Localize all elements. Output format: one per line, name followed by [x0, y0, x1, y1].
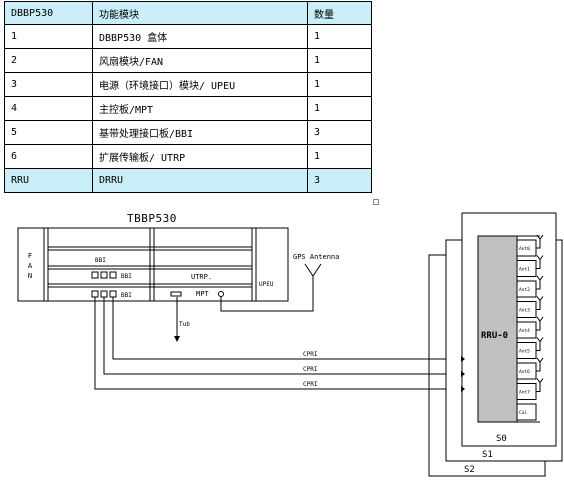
antenna-icon	[536, 378, 544, 384]
table-cell: 5	[4, 120, 93, 145]
sector-s0-label: S0	[496, 434, 507, 444]
antenna-icon	[536, 234, 544, 240]
antenna-port-label: Ant5	[519, 349, 530, 355]
antenna-feed-line	[536, 239, 541, 249]
fan-label-f: F	[28, 252, 32, 260]
fan-label-n: N	[28, 272, 32, 280]
utrp-label: UTRP.	[191, 273, 212, 281]
mpt-label: MPT	[196, 290, 209, 298]
antenna-feed-line	[536, 382, 541, 392]
antenna-feed-line	[536, 362, 541, 372]
cpri-label-1: CPRI	[303, 351, 318, 358]
antenna-feed-line	[536, 341, 541, 351]
bbi-label-slot1: BBI	[95, 257, 106, 264]
table-cell: DBBP530	[4, 1, 93, 25]
table-cell: 风扇模块/FAN	[92, 48, 308, 73]
antenna-icon	[536, 357, 544, 363]
antenna-port-label: Ant6	[519, 369, 530, 375]
antenna-icon	[536, 296, 544, 302]
antenna-feed-line	[536, 300, 541, 310]
rru-0-unit	[477, 235, 518, 423]
cpri-label-2: CPRI	[303, 366, 318, 373]
antenna-port-label: Ant3	[519, 308, 530, 314]
sector-s1-label: S1	[482, 450, 493, 460]
antenna-icon	[536, 316, 544, 322]
table-cell: 3	[307, 120, 372, 145]
antenna-port-label: Ant1	[519, 267, 530, 273]
antenna-port-label: Cal	[519, 410, 527, 416]
antenna-feed-line	[536, 280, 541, 290]
bbu-chassis	[17, 227, 289, 302]
table-cell: 基带处理接口板/BBI	[92, 120, 308, 145]
bbi-label-slot2: BBI	[121, 273, 132, 280]
table-cell: 数量	[307, 1, 372, 25]
antenna-icon	[536, 337, 544, 343]
bbu-title: TBBP530	[127, 212, 177, 225]
antenna-port-label: Ant2	[519, 287, 530, 293]
upeu-label: UPEU	[259, 281, 274, 288]
fan-label-a: A	[28, 262, 33, 270]
rru-0-label: RRU-0	[481, 331, 508, 341]
resize-handle[interactable]	[373, 199, 379, 205]
table-cell: 电源（环境接口）模块/ UPEU	[92, 72, 308, 97]
bbi-label-slot3: BBI	[121, 292, 132, 299]
antenna-port-label: Ant4	[519, 328, 530, 334]
table-cell: 主控板/MPT	[92, 96, 308, 121]
table-cell: DRRU	[92, 168, 308, 193]
gps-antenna-label: GPS Antenna	[293, 253, 339, 261]
table-cell: RRU	[4, 168, 93, 193]
antenna-feed-line	[536, 321, 541, 331]
table-cell: 1	[307, 72, 372, 97]
table-cell: 扩展传输板/ UTRP	[92, 144, 308, 169]
tub-label: Tub	[179, 321, 190, 328]
cpri-label-3: CPRI	[303, 381, 318, 388]
table-cell: 3	[307, 168, 372, 193]
antenna-icon	[536, 255, 544, 261]
antenna-port-box	[516, 403, 537, 421]
table-cell: 1	[4, 24, 93, 49]
antenna-feed-line	[536, 259, 541, 269]
table-cell: 功能模块	[92, 1, 308, 25]
table-cell: 1	[307, 48, 372, 73]
antenna-port-label: Ant0	[519, 246, 530, 252]
table-cell: 1	[307, 24, 372, 49]
sector-s2-label: S2	[464, 465, 475, 475]
antenna-port-label: Ant7	[519, 390, 530, 396]
antenna-icon	[536, 275, 544, 281]
